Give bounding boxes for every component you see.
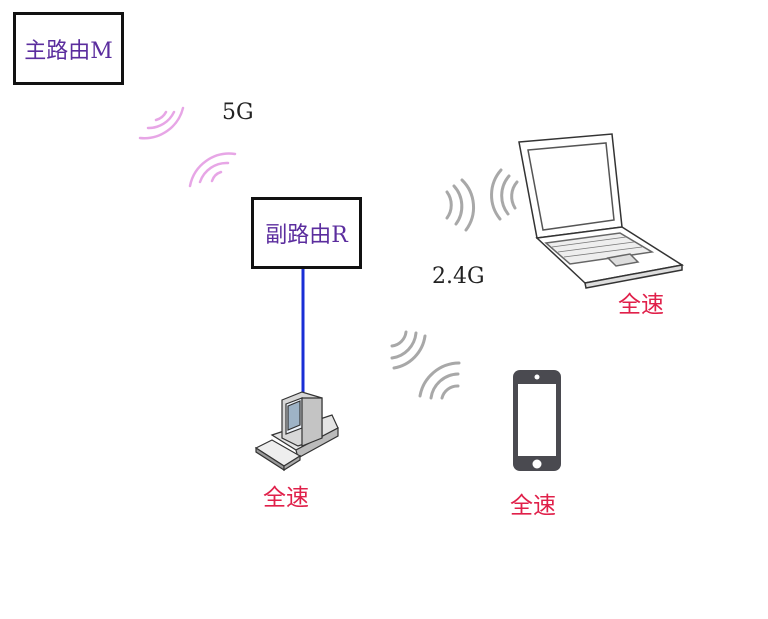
main-router-label: 主路由M [24,38,113,64]
main-router-box: 主路由M [13,12,124,85]
sub-router-label: 副路由R [265,223,348,248]
desktop-computer-icon [254,391,339,472]
wifi-signal-icon [445,178,476,232]
wifi-signal-icon [138,106,185,140]
wifi-signal-icon [418,361,461,400]
band-5g-label: 5G [222,100,254,125]
band-24g-label: 2.4G [432,264,485,289]
desktop-speed-label: 全速 [263,485,309,511]
wifi-signal-icon [390,330,427,370]
smartphone-icon [513,370,561,471]
wifi-signal-icon [188,152,237,188]
sub-router-box: 副路由R [251,197,362,269]
laptop-speed-label: 全速 [618,292,664,318]
wifi-signal-icon [490,168,519,221]
laptop-icon [518,133,685,289]
phone-speed-label: 全速 [510,493,556,519]
